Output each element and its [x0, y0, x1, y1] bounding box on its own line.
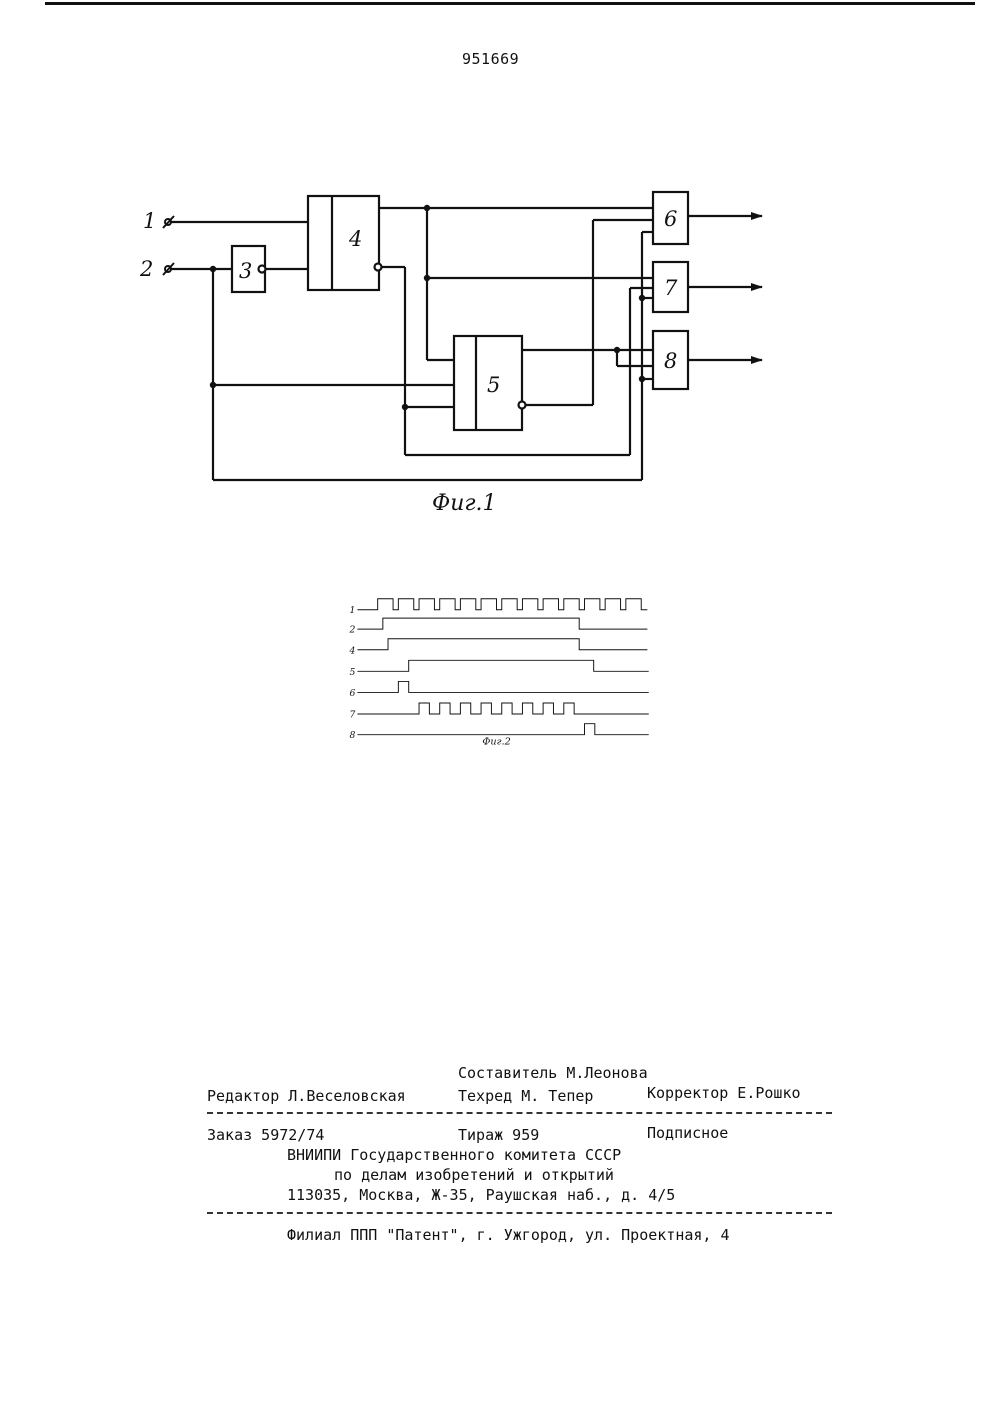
block-8-label: 8	[664, 349, 677, 373]
signal-1-label: 1	[350, 605, 356, 616]
address-line: 113035, Москва, Ж-35, Раушская наб., д. …	[287, 1186, 675, 1204]
signal-8-label: 8	[350, 730, 356, 741]
block-3-label: 3	[239, 259, 252, 283]
terminal-2-label: 2	[139, 257, 153, 281]
figure-1-diagram: 1 2 3 4 5 6 7 8 Фиг.1	[0, 0, 1000, 560]
block-6-label: 6	[664, 207, 677, 231]
composer-line: Составитель М.Леонова	[458, 1064, 648, 1082]
block-7-label: 7	[664, 276, 678, 300]
signal-4-waveform	[357, 639, 647, 650]
figure-2-timing-diagram: 1 2 4 5 6 7 8 Фиг.2	[0, 560, 1000, 1000]
signal-2-label: 2	[349, 625, 356, 636]
signal-6-waveform	[357, 681, 648, 692]
editor-line: Редактор Л.Веселовская	[207, 1087, 406, 1105]
signal-6-label: 6	[350, 688, 356, 699]
signal-7-waveform	[357, 703, 648, 714]
signal-4-label: 4	[349, 645, 356, 656]
block-4	[308, 196, 379, 290]
signal-2-waveform	[357, 618, 647, 629]
signal-1-waveform	[357, 599, 647, 610]
circulation-line: Тираж 959	[458, 1126, 539, 1144]
organization-line-1: ВНИИПИ Государственного комитета СССР	[287, 1146, 621, 1164]
signal-5-label: 5	[350, 667, 356, 678]
branch-line: Филиал ППП "Патент", г. Ужгород, ул. Про…	[287, 1226, 730, 1244]
signal-5-waveform	[357, 660, 648, 671]
footer-dashed-rule-top	[207, 1112, 832, 1114]
block-4-label: 4	[348, 227, 362, 251]
signal-7-label: 7	[350, 710, 356, 721]
techred-line: Техред М. Тепер	[458, 1087, 593, 1105]
footer-dashed-rule-bottom	[207, 1212, 832, 1214]
corrector-line: Корректор Е.Рошко	[647, 1084, 801, 1102]
signal-8-waveform	[357, 724, 648, 735]
subscription-line: Подписное	[647, 1124, 728, 1142]
figure-1-caption: Фиг.1	[432, 491, 497, 516]
organization-line-2: по делам изобретений и открытий	[334, 1166, 614, 1184]
order-line: Заказ 5972/74	[207, 1126, 324, 1144]
figure-2-caption: Фиг.2	[482, 736, 510, 747]
block-5-label: 5	[487, 373, 500, 397]
terminal-1-label: 1	[143, 209, 156, 233]
